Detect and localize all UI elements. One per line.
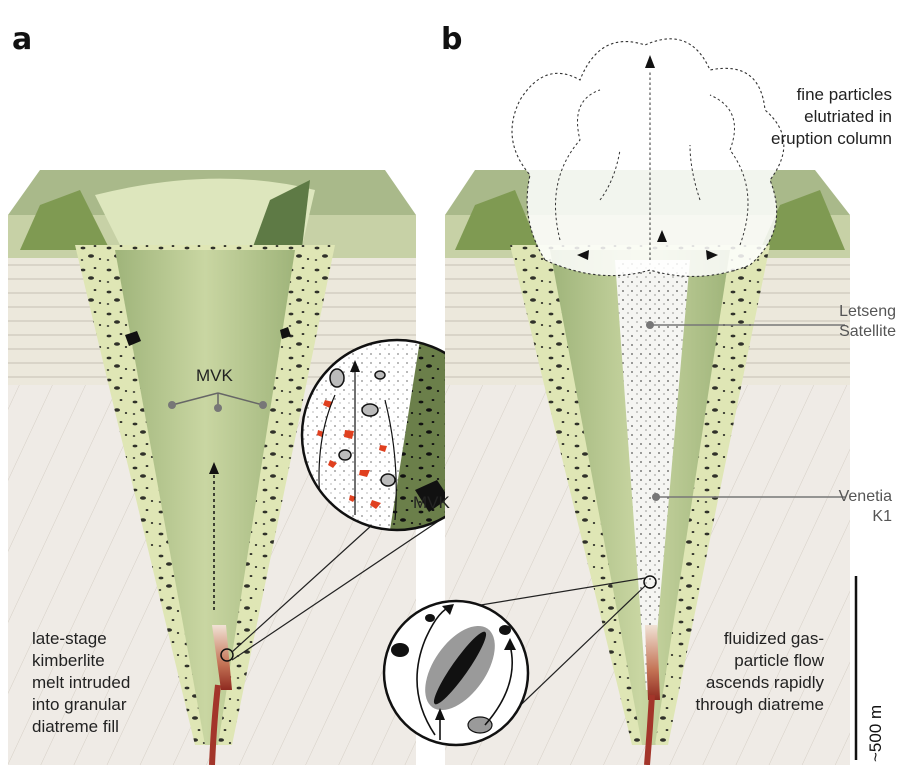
letseng-satellite-label: Letseng Satellite [839,302,896,342]
inset-a-mvk-label: MVK [413,492,450,514]
venetia-k1-label: Venetia K1 [839,487,892,527]
eruption-column-caption: fine particles elutriated in eruption co… [771,84,892,150]
scale-bar-label: ~500 m [866,705,886,762]
inset-magnified-b [384,601,528,745]
panel-b-flow-caption: fluidized gas- particle flow ascends rap… [695,628,824,716]
panel-a-letter: a [12,22,32,57]
panel-a-caption: late-stage kimberlite melt intruded into… [32,628,130,738]
panel-b-letter: b [441,22,462,57]
eruption-column [512,39,784,277]
mvk-label: MVK [196,365,233,387]
